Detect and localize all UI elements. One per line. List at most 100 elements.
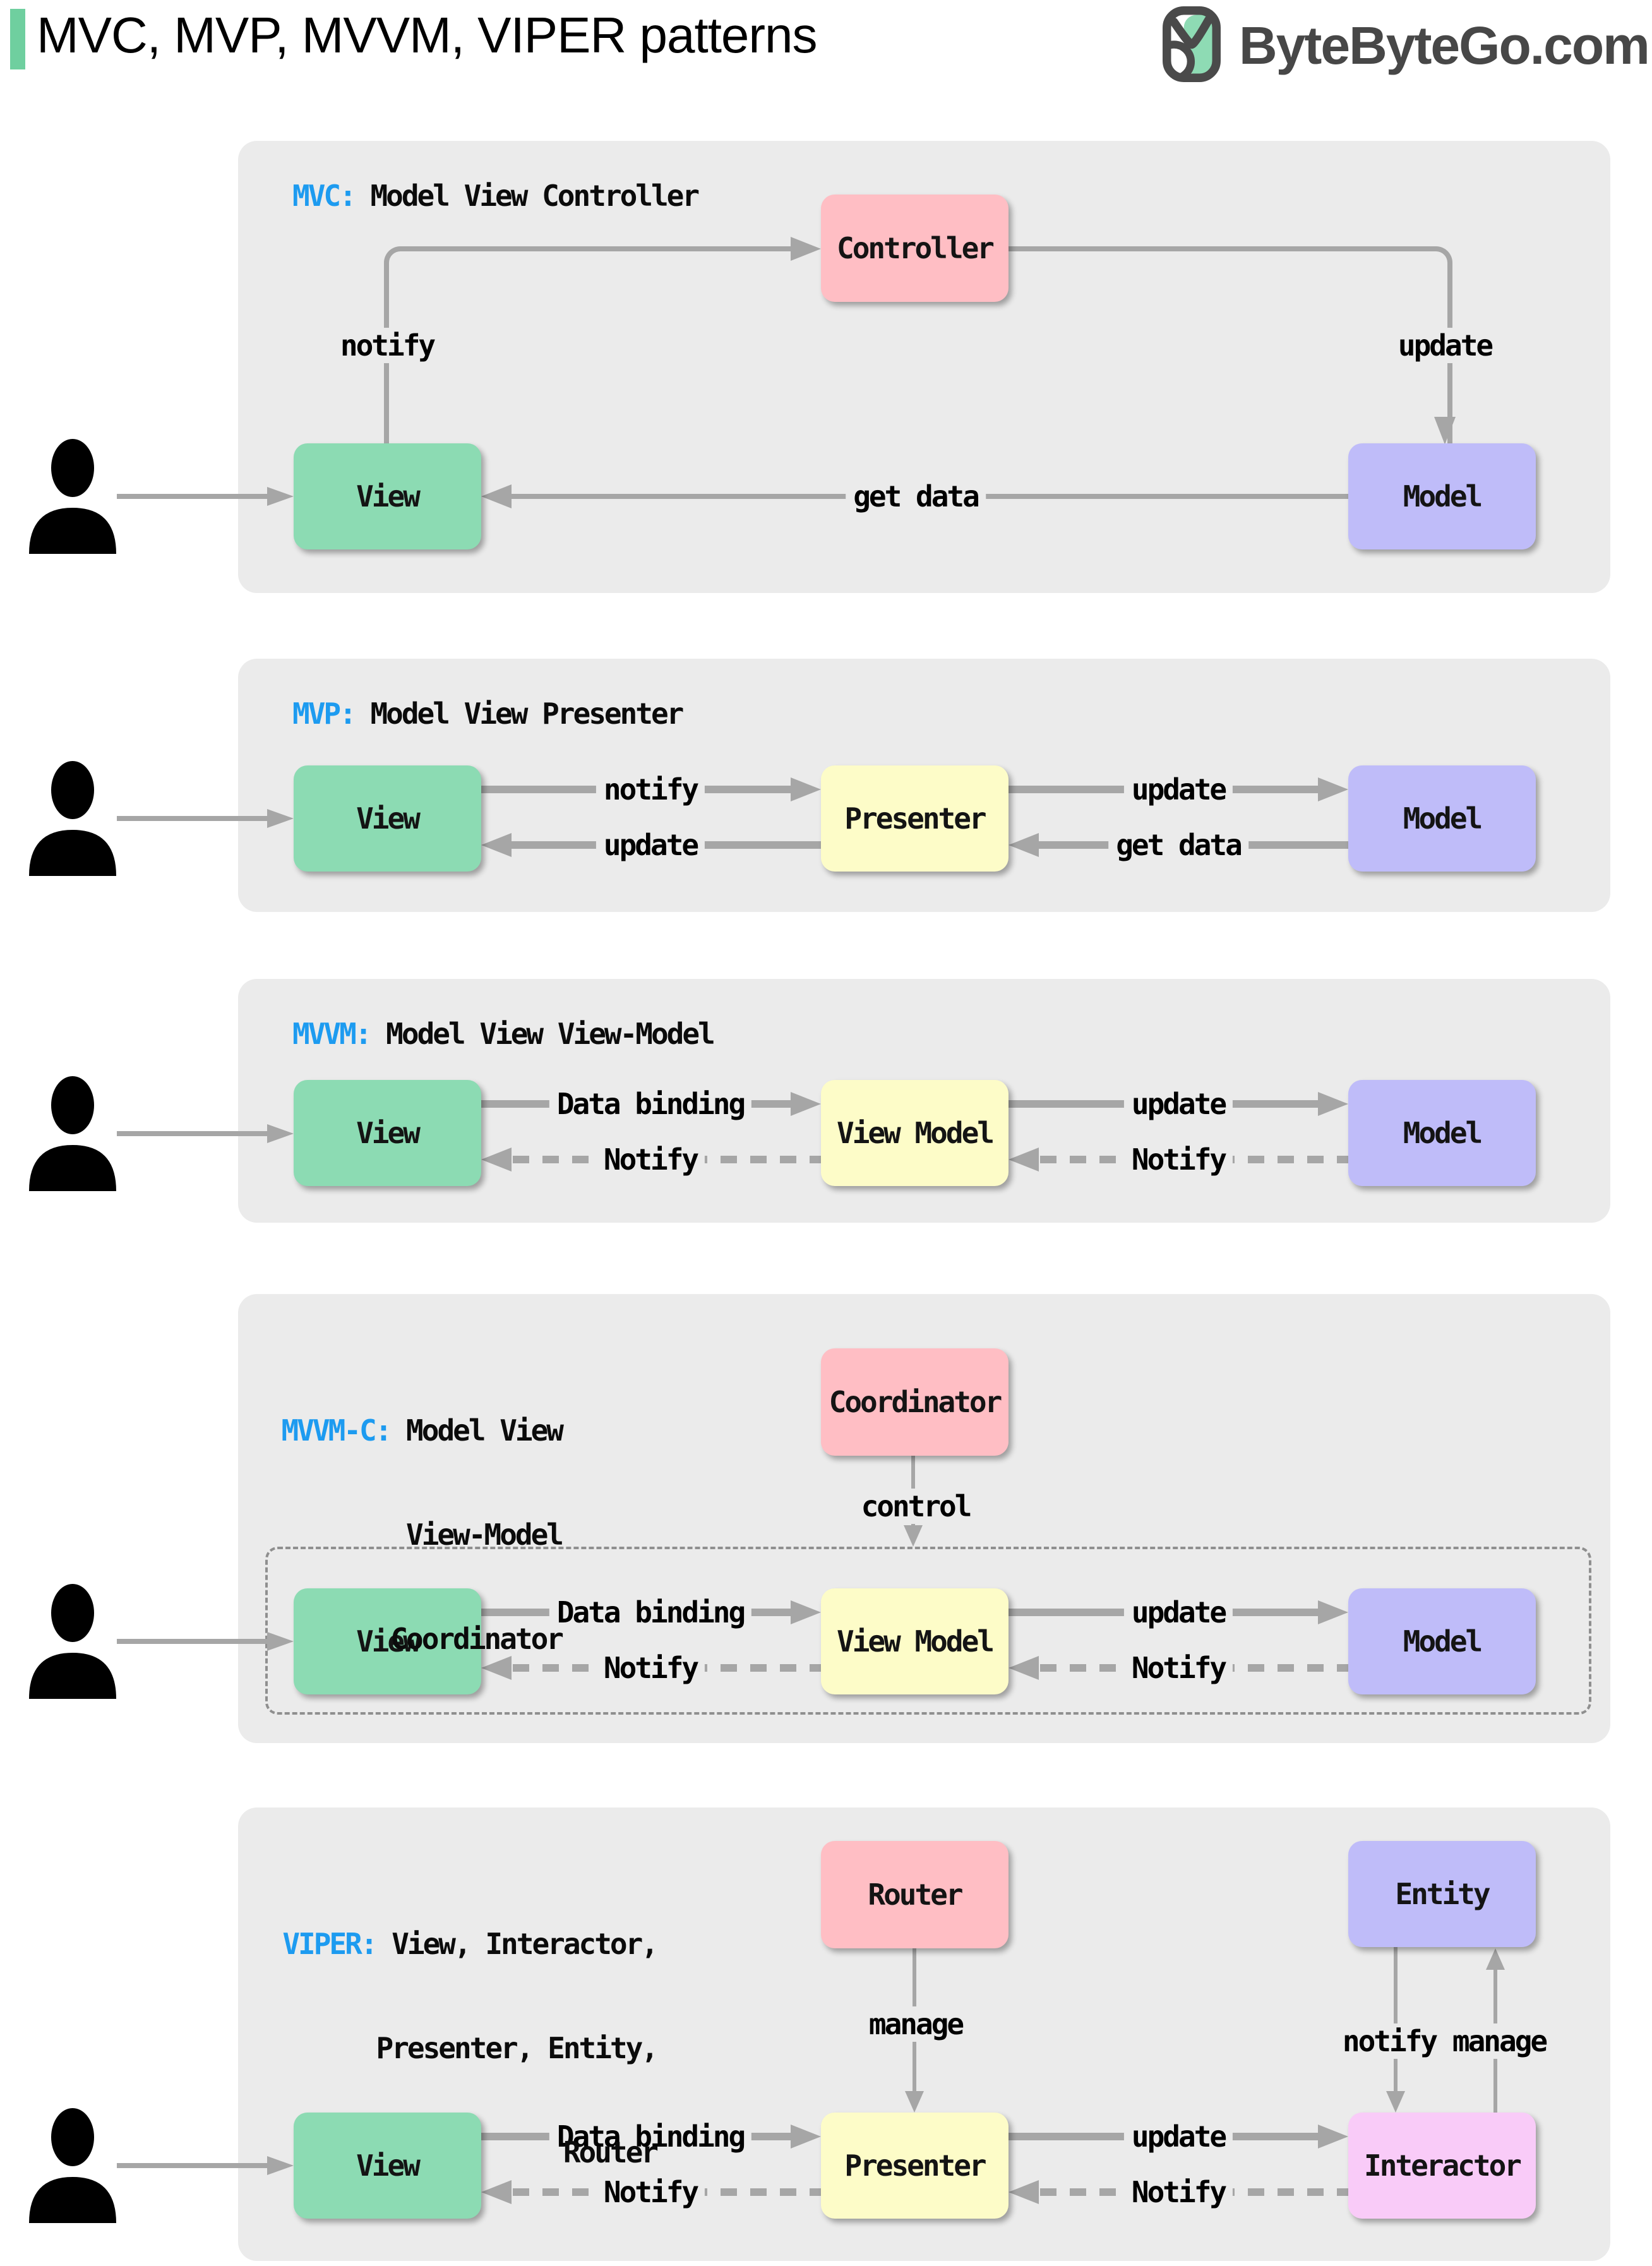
viper-title-line1: VIPER: View, Interactor,	[282, 1927, 659, 1961]
mvvm-notify-view-arrowhead	[481, 1148, 512, 1172]
mvc-title: MVC: Model View Controller	[292, 179, 700, 213]
mvp-abbr: MVP:	[292, 697, 357, 731]
mvvmc-notify-vm-label: Notify	[1123, 1650, 1233, 1686]
viper-title-line2: Presenter, Entity,	[376, 2031, 659, 2065]
mvvmc-notify-view-label: Notify	[596, 1650, 705, 1686]
mvvmc-databinding-arrowhead	[791, 1600, 821, 1624]
mvvm-update-label: update	[1123, 1086, 1233, 1122]
mvc-abbr: MVC:	[292, 179, 357, 213]
page-title: MVC, MVP, MVVM, VIPER patterns	[37, 7, 818, 63]
viper-notify-entity-line	[1394, 1947, 1398, 2091]
user-arrow-line-mvc	[117, 494, 267, 499]
viper-update-label: update	[1123, 2119, 1233, 2154]
bytebytego-bird-icon	[1154, 6, 1229, 85]
mvvmc-databinding-label: Data binding	[549, 1595, 752, 1630]
mvp-getdata-arrowhead	[1009, 833, 1039, 857]
viper-notify-view-label: Notify	[596, 2174, 705, 2210]
viper-notify-presenter-label: Notify	[1123, 2174, 1233, 2210]
mvvmc-coordinator-box: Coordinator	[821, 1348, 1009, 1456]
mvc-getdata-label: get data	[846, 479, 986, 514]
viper-notify-view-arrowhead	[481, 2180, 512, 2204]
mvvmc-title-line2: View-Model	[406, 1518, 564, 1552]
mvp-notify-arrowhead	[791, 777, 821, 801]
mvvmc-abbr: MVVM-C:	[281, 1413, 392, 1448]
viper-notify-entity-label: notify	[1334, 2023, 1444, 2059]
viper-notify-entity-arrowhead	[1386, 2091, 1405, 2113]
user-arrowhead-mvc	[267, 487, 294, 506]
mvvmc-notify-vm-arrowhead	[1009, 1656, 1039, 1680]
user-arrow-line-mvvm	[117, 1131, 267, 1136]
mvvm-notify-vm-arrowhead	[1009, 1148, 1039, 1172]
mvc-notify-arrow-path	[384, 246, 796, 448]
user-arrowhead-viper	[267, 2156, 294, 2175]
viper-databinding-arrowhead	[791, 2125, 821, 2149]
mvp-title: MVP: Model View Presenter	[292, 697, 684, 731]
mvvmc-control-label: control	[853, 1489, 978, 1524]
mvc-getdata-arrowhead	[481, 484, 512, 508]
mvvmc-model-box: Model	[1348, 1588, 1536, 1694]
viper-presenter-box: Presenter	[821, 2113, 1009, 2219]
mvvm-view-box: View	[294, 1080, 481, 1186]
user-arrow-line-mvp	[117, 816, 267, 821]
mvp-update-model-arrowhead	[1318, 777, 1348, 801]
user-arrow-line-viper	[117, 2163, 267, 2168]
viper-entity-box: Entity	[1348, 1841, 1536, 1947]
mvc-update-label: update	[1390, 328, 1500, 363]
viper-title: VIPER: View, Interactor, Presenter, Enti…	[265, 1857, 659, 2239]
user-arrow-line-mvvmc	[117, 1639, 267, 1644]
mvvm-notify-vm-label: Notify	[1123, 1142, 1233, 1177]
user-icon-mvvmc	[29, 1584, 116, 1699]
mvp-update-view-arrowhead	[481, 833, 512, 857]
mvp-update-view-label: update	[596, 827, 705, 863]
mvp-model-box: Model	[1348, 765, 1536, 872]
mvc-notify-label: notify	[332, 328, 442, 363]
mvc-notify-arrowhead	[791, 237, 821, 261]
viper-notify-presenter-arrowhead	[1009, 2180, 1039, 2204]
mvc-model-box: Model	[1348, 443, 1536, 549]
mvp-notify-label: notify	[596, 772, 705, 807]
mvp-update-model-label: update	[1123, 772, 1233, 807]
mvp-getdata-label: get data	[1108, 827, 1248, 863]
mvvmc-view-box: View	[294, 1588, 481, 1694]
mvc-update-arrowhead	[1434, 417, 1456, 445]
mvvmc-update-arrowhead	[1318, 1600, 1348, 1624]
mvvmc-title: MVVM-C: Model View View-Model Coordinato…	[265, 1344, 564, 1726]
mvvmc-control-arrowhead	[904, 1525, 923, 1547]
mvvm-title: MVVM: Model View View-Model	[292, 1017, 715, 1051]
viper-manage-router-arrowhead	[905, 2091, 924, 2113]
viper-manage-entity-label: manage	[1444, 2023, 1554, 2059]
mvvm-viewmodel-box: View Model	[821, 1080, 1009, 1186]
viper-title-line3: Router	[563, 2135, 659, 2169]
viper-databinding-label: Data binding	[549, 2119, 752, 2154]
mvvm-notify-view-label: Notify	[596, 1142, 705, 1177]
viper-manage-entity-arrowhead	[1486, 1948, 1505, 1970]
brand-logo: ByteByteGo.com	[1154, 6, 1650, 85]
mvvmc-viewmodel-box: View Model	[821, 1588, 1009, 1694]
mvvmc-title-line3: Coordinator	[390, 1622, 564, 1656]
brand-logo-text: ByteByteGo.com	[1239, 15, 1650, 75]
user-icon-mvvm	[29, 1076, 116, 1191]
mvvm-model-box: Model	[1348, 1080, 1536, 1186]
mvc-update-arrow-path	[1009, 246, 1452, 448]
user-icon-mvp	[29, 761, 116, 876]
mvvmc-notify-view-arrowhead	[481, 1656, 512, 1680]
viper-update-arrowhead	[1318, 2125, 1348, 2149]
mvvm-update-arrowhead	[1318, 1092, 1348, 1116]
title-accent-bar	[10, 9, 25, 69]
mvvm-abbr: MVVM:	[292, 1017, 372, 1051]
mvvmc-scope-container	[265, 1547, 1591, 1715]
mvvmc-update-label: update	[1123, 1595, 1233, 1630]
user-arrowhead-mvvmc	[267, 1632, 294, 1651]
mvc-view-box: View	[294, 443, 481, 549]
mvvm-databinding-label: Data binding	[549, 1086, 752, 1122]
user-arrowhead-mvp	[267, 809, 294, 828]
viper-interactor-box: Interactor	[1348, 2113, 1536, 2219]
viper-abbr: VIPER:	[282, 1927, 378, 1961]
user-icon-mvc	[29, 439, 116, 554]
mvvmc-title-line1: MVVM-C: Model View	[281, 1413, 564, 1448]
user-icon-viper	[29, 2108, 116, 2223]
viper-router-box: Router	[821, 1841, 1009, 1948]
viper-manage-router-label: manage	[861, 2006, 971, 2042]
user-arrowhead-mvvm	[267, 1124, 294, 1143]
